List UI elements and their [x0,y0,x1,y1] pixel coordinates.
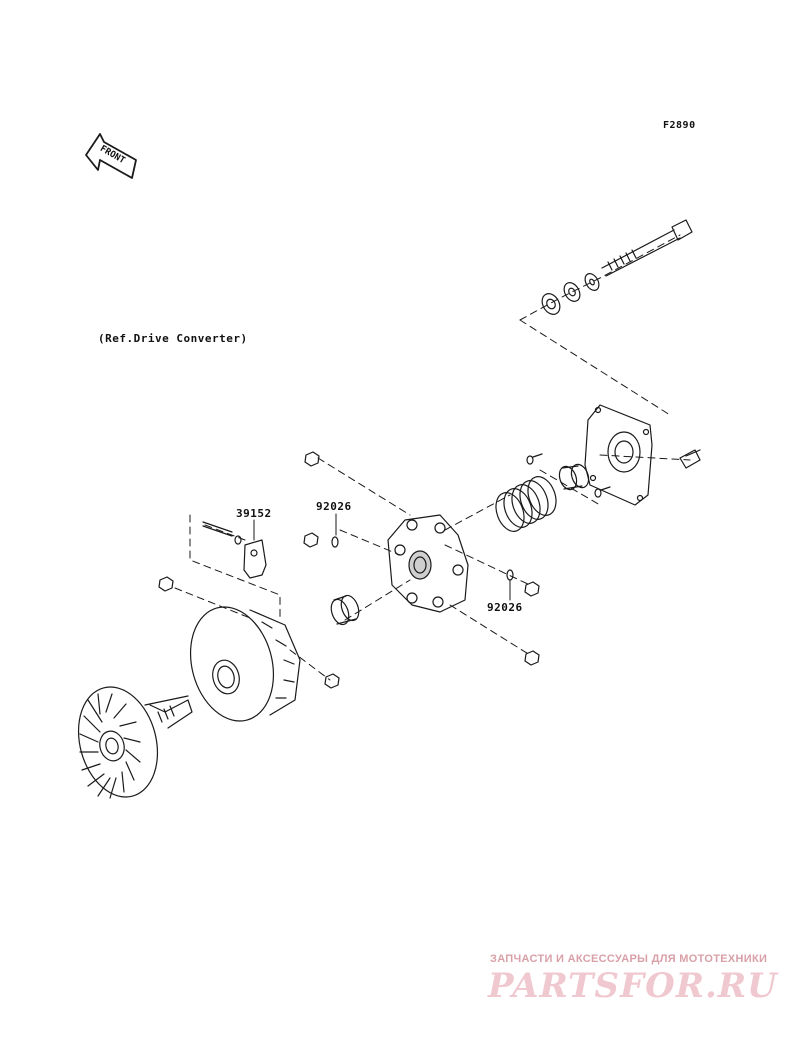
part-leaders [253,513,511,601]
pins [526,453,611,498]
movable-sheave-part [189,606,301,722]
spider-hub-part [387,514,469,613]
sheave-bushing-part [330,594,360,626]
assembly-guide-lines [174,234,691,681]
figure-code: F2890 [663,120,696,131]
part-number-39152[interactable]: 39152 [236,507,272,520]
watermark-subtitle: ЗАПЧАСТИ И АКСЕССУАРЫ ДЛЯ МОТОТЕХНИКИ [490,953,768,965]
watermark-logo: PARTSFOR.RU [488,966,778,1006]
front-arrow-icon: FRONT [85,133,137,179]
side-bolt-part [679,449,701,469]
bolt-part [601,219,693,277]
washer-stack [541,273,600,315]
bushing-part [558,463,590,491]
spring-part [495,476,557,532]
part-number-92026-upper[interactable]: 92026 [316,500,352,513]
part-number-92026-lower[interactable]: 92026 [487,601,523,614]
nut-parts [158,451,540,689]
reference-note: (Ref.Drive Converter) [98,332,248,345]
fixed-sheave-part [77,686,193,799]
weight-part [202,521,267,579]
